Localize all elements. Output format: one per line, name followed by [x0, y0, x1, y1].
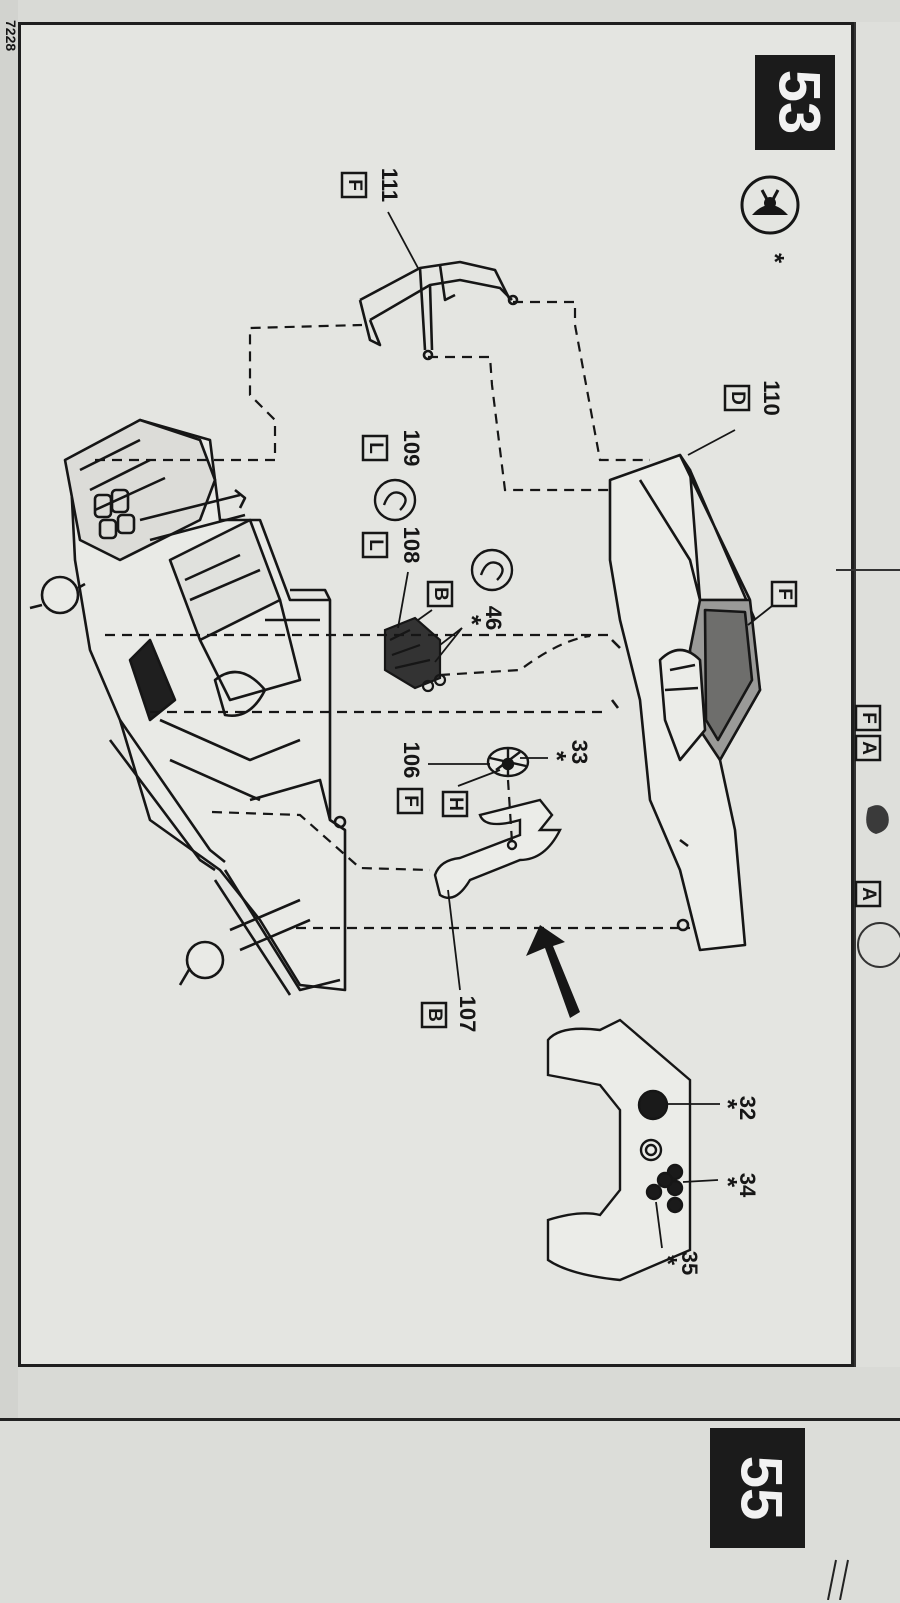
part-111-sprue: F — [340, 171, 368, 199]
svg-text:D: D — [727, 391, 748, 405]
part-46-number: 46 — [481, 606, 506, 630]
part-111-rollbar — [358, 260, 519, 361]
corner-code: 7228 — [3, 20, 19, 51]
part-110-sprue: D — [723, 384, 751, 412]
part-108-sprue: L — [361, 531, 389, 559]
part-106-steering-wheel — [486, 746, 530, 778]
decal-35-mark: * — [653, 1255, 683, 1266]
svg-text:A: A — [858, 741, 879, 755]
part-h-sprue: H — [441, 790, 469, 818]
body-shell — [608, 453, 762, 952]
next-step-number: 55 — [729, 1456, 794, 1521]
part-33-mark: * — [542, 751, 572, 762]
paint-swirl-icon — [470, 548, 514, 592]
body-sprue-label: F — [747, 580, 798, 626]
decal-34-number: 34 — [735, 1173, 760, 1198]
side-label-box-3: A — [854, 880, 882, 908]
leader-lines — [387, 211, 736, 1249]
adjacent-page-column — [854, 22, 900, 1367]
svg-text:L: L — [365, 442, 386, 454]
part-107-panel — [433, 798, 562, 900]
decal-32-mark: * — [713, 1099, 743, 1110]
part-108-number: 108 — [399, 527, 424, 564]
part-33-number: 33 — [567, 740, 592, 764]
part-107-sprue: B — [420, 1001, 448, 1029]
step-number-box — [755, 55, 835, 150]
svg-text:F: F — [400, 795, 421, 807]
svg-text:A: A — [858, 887, 879, 901]
page-margin — [0, 0, 18, 1600]
paint-swirl-icon-side — [857, 922, 900, 968]
part-109-number: 109 — [399, 430, 424, 467]
svg-text:B: B — [430, 587, 451, 601]
figure-silhouette — [866, 805, 889, 834]
assembly-guide-lines — [95, 300, 690, 930]
part-106-number: 106 — [399, 742, 424, 779]
decal-application-icon — [740, 175, 800, 235]
chassis-frame — [29, 418, 347, 996]
paint-swirl-icon — [373, 478, 417, 522]
part-111-number: 111 — [377, 168, 402, 202]
side-label-box-1: F — [854, 704, 882, 732]
decal-32-number: 32 — [735, 1096, 760, 1120]
part-110-number: 110 — [759, 380, 784, 416]
part-46-seat — [383, 616, 447, 693]
insert-direction-arrow — [526, 925, 580, 1018]
part-106-sprue: F — [396, 787, 424, 815]
part-46-mark: * — [457, 615, 487, 626]
part-109-sprue: L — [361, 434, 389, 462]
decal-35-dot — [645, 1183, 663, 1201]
svg-text:H: H — [445, 797, 466, 811]
svg-text:L: L — [365, 539, 386, 551]
decal-34-mark: * — [713, 1177, 743, 1188]
svg-text:F: F — [344, 179, 365, 191]
step-number: 53 — [767, 70, 832, 135]
part-46-sprue: B — [426, 580, 454, 608]
next-step-number-box — [710, 1428, 805, 1548]
svg-text:B: B — [424, 1008, 445, 1022]
svg-text:F: F — [858, 712, 879, 724]
part-107-number: 107 — [455, 996, 480, 1033]
decal-35-number: 35 — [677, 1251, 702, 1275]
side-label-box-2: A — [854, 734, 882, 762]
svg-text:F: F — [774, 588, 795, 600]
dashboard-decal-panel — [546, 1018, 692, 1282]
step-mark: * — [760, 253, 790, 264]
decal-32-dot — [637, 1089, 669, 1121]
